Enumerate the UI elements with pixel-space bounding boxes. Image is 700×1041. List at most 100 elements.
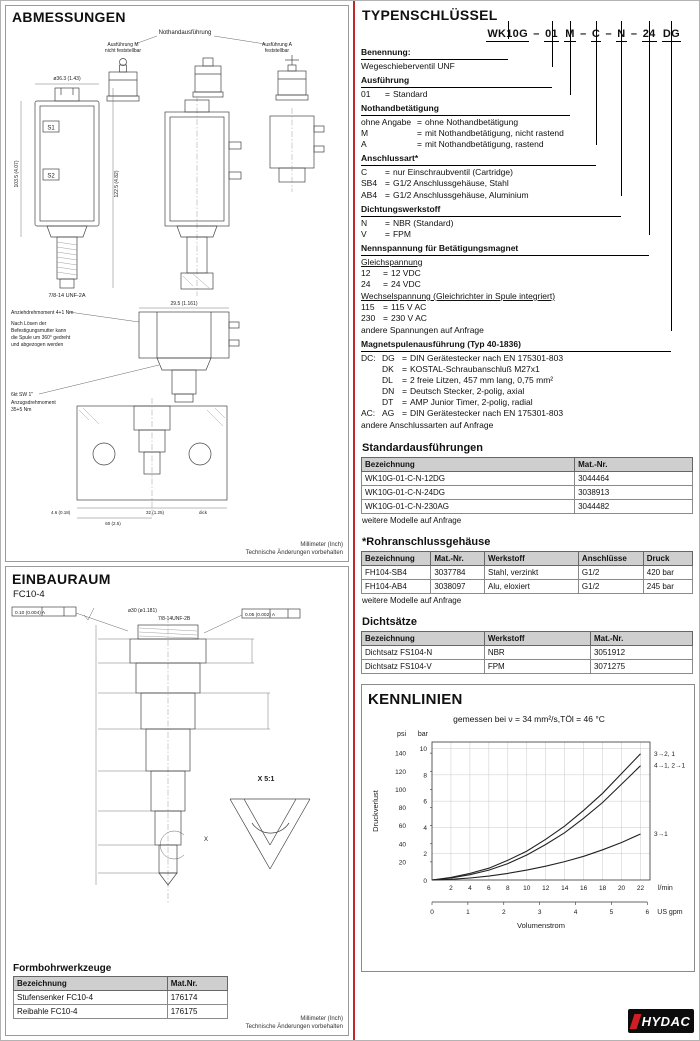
y-tick-psi: 20 — [399, 860, 407, 867]
y-tick-psi: 60 — [399, 824, 407, 831]
typ-line-equals: = — [383, 278, 388, 289]
formbohrwerkzeuge-cell: 176174 — [166, 990, 229, 1005]
rohr-cell: 3038097 — [430, 579, 485, 595]
note-coil-4: und abgezogen werden — [11, 342, 63, 348]
mini-valve-mid — [192, 57, 224, 98]
einbauraum-footnote: Millimeter (Inch) Technische Änderungen … — [246, 1016, 343, 1032]
typ-line-desc: FPM — [392, 228, 411, 239]
dim-bore-diameter: ø30 (ø1.181) — [128, 608, 157, 614]
typ-section-3: Anschlussart*C=nur Einschraubventil (Car… — [361, 153, 695, 200]
typ-line-equals: = — [402, 397, 407, 408]
code-connector-line — [596, 21, 598, 146]
dicht-cell: Dichtsatz FS104-N — [361, 645, 485, 661]
typ-subheading: Wechselspannung (Gleichrichter in Spule … — [361, 291, 695, 302]
typ-section-title: Ausführung — [361, 75, 410, 86]
typ-subheading-text: Gleichspannung — [361, 256, 423, 267]
typ-line: A=mit Nothandbetätigung, rastend — [361, 139, 695, 150]
curve-label: 3→2, 1 — [654, 751, 675, 758]
typ-line-key: M — [361, 128, 369, 139]
code-segment-M: M — [564, 28, 576, 42]
abmessungen-drawing: Nothandausführung Ausführung M nicht fes… — [11, 30, 325, 526]
rohr-cell: Alu, eloxiert — [484, 579, 579, 595]
y-tick-bar: 4 — [423, 825, 427, 832]
formbohrwerkzeuge-title: Formbohrwerkzeuge — [13, 963, 112, 974]
typ-line-desc: AMP Junior Timer, 2-polig, radial — [409, 397, 533, 408]
einbauraum-section: EINBAURAUM FC10-4 0.10 (0.004) A ø30 (ø1… — [5, 566, 349, 1036]
mini-valve-a — [275, 55, 309, 101]
valve-port-view — [269, 115, 325, 183]
standard-cell: WK10G-01-C-N-24DG — [360, 485, 576, 501]
y-tick-psi: 80 — [399, 805, 407, 812]
note-anzugsdrehmoment-1: Anzugsdrehmoment — [11, 400, 56, 406]
code-connector-line — [570, 21, 572, 96]
typ-line-desc: 2 freie Litzen, 457 mm lang, 0,75 mm² — [409, 375, 554, 386]
label-thread: 7/8-14 UNF-2A — [49, 293, 86, 299]
label-cavity-thread: 7/8-14UNF-2B — [158, 616, 191, 622]
dicht-cell: Dichtsatz FS104-V — [361, 659, 485, 675]
dichtsaetze-title: Dichtsätze — [362, 616, 418, 629]
right-column: TYPENSCHLÜSSEL WK10G – 01 M – C – N – 24… — [359, 1, 698, 1040]
side-view-hatch — [182, 273, 210, 289]
footnote-units: Millimeter (Inch) — [300, 1016, 343, 1023]
typ-line-equals: = — [402, 364, 407, 375]
typ-line-equals: = — [383, 267, 388, 278]
typ-line-equals: = — [402, 353, 407, 364]
x-tick-gpm: 0 — [430, 909, 434, 916]
rohr-cell: G1/2 — [577, 579, 644, 595]
typ-line: DL=2 freie Litzen, 457 mm lang, 0,75 mm² — [361, 375, 695, 386]
dim-bottom-3: dick — [199, 510, 208, 515]
dim-total-height: 103.5 (4.07) — [14, 160, 20, 187]
y-tick-bar: 2 — [423, 852, 427, 859]
typ-line-key: 24 — [361, 278, 371, 289]
housing-hatch — [78, 407, 226, 427]
x-axis-gpm-unit: US gpm — [657, 909, 682, 916]
label-variant-m-1: Ausführung M — [107, 42, 138, 48]
typenschluessel-title: TYPENSCHLÜSSEL — [362, 7, 498, 23]
typ-line: 24=24 VDC — [361, 279, 695, 290]
detail-circle — [159, 830, 185, 860]
typ-section-heading: Ausführung — [361, 75, 552, 89]
typ-line-key: AG — [382, 408, 395, 419]
code-segment-C: C — [590, 28, 602, 42]
typ-section-0: Benennung:Wegeschieberventil UNF — [361, 47, 695, 72]
typ-section-title: Nothandbetätigung — [361, 103, 439, 114]
x-tick-gpm: 5 — [610, 909, 614, 916]
abmessungen-title: ABMESSUNGEN — [12, 9, 126, 25]
formbohrwerkzeuge-column-header: Bezeichnung — [13, 976, 168, 991]
code-separator: – — [602, 28, 616, 40]
roughness-symbol — [83, 607, 95, 621]
code-connector-line — [671, 21, 673, 332]
typ-section-heading: Benennung: — [361, 47, 508, 61]
typ-line-key: DN — [382, 386, 395, 397]
typ-line-desc: G1/2 Anschlussgehäuse, Aluminium — [392, 189, 529, 200]
dicht-cell: NBR — [483, 645, 591, 661]
formbohrwerkzeuge-column-header: Mat.Nr. — [166, 976, 229, 991]
standard-column-header: Bezeichnung — [360, 457, 576, 473]
code-segment-01: 01 — [544, 28, 559, 42]
dicht-column-header: Mat.-Nr. — [589, 631, 694, 647]
typ-line-equals: = — [402, 386, 407, 397]
dicht-cell: 3051912 — [589, 645, 694, 661]
typ-line: 115=115 V AC — [361, 302, 695, 313]
typ-line-key: DL — [382, 375, 393, 386]
label-variant-a-2: feststellbar — [265, 48, 290, 54]
typ-line-key: 01 — [361, 89, 371, 100]
tolerance-label-2: 0.05 (0.002) A — [245, 612, 276, 618]
x-tick-lmin: 14 — [561, 885, 569, 892]
typ-subheading-text: Wechselspannung (Gleichrichter in Spule … — [361, 290, 556, 301]
typ-line-key: ohne Angabe — [361, 117, 412, 128]
kennlinien-title: KENNLINIEN — [368, 691, 463, 709]
typ-line-desc: mit Nothandbetätigung, rastend — [424, 139, 544, 150]
order-code: WK10G – 01 M – C – N – 24 DG — [361, 28, 681, 42]
typ-section-title: Magnetspulenausführung (Typ 40-1836) — [361, 339, 521, 350]
typ-section-heading: Magnetspulenausführung (Typ 40-1836) — [361, 339, 672, 353]
typ-line-equals: = — [417, 117, 422, 128]
